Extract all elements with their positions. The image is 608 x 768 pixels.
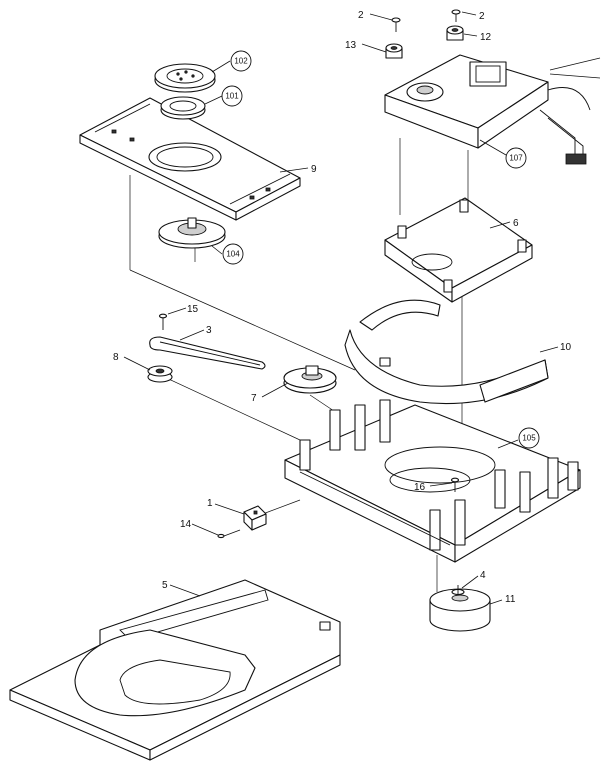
callout-11: 11 (505, 594, 516, 605)
tray-plate-part-9 (79, 97, 301, 221)
callout-101: 101 (225, 92, 239, 101)
bushing-part-13 (385, 43, 403, 59)
callout-107: 107 (509, 154, 523, 163)
callout-2a: 2 (358, 10, 364, 21)
callout-102: 102 (234, 57, 248, 66)
gear-part-7 (283, 365, 337, 394)
bushing-part-12 (446, 25, 464, 41)
callout-104: 104 (226, 250, 240, 259)
switch-part-1 (243, 505, 267, 531)
callout-14: 14 (180, 519, 192, 530)
callout-104-circle (222, 243, 244, 265)
callout-3: 3 (206, 325, 212, 336)
callout-10: 10 (560, 342, 572, 353)
ring-part-101 (160, 96, 206, 120)
pulley-part-8 (147, 365, 173, 383)
callout-105-circle (518, 427, 540, 449)
gear-disc-part-104 (158, 217, 226, 249)
main-chassis-part-105 (284, 399, 581, 563)
screw-part-2-right (451, 9, 461, 22)
callout-107-circle (505, 147, 527, 169)
callout-15: 15 (187, 304, 199, 315)
callout-13: 13 (345, 40, 357, 51)
screw-part-2-left (391, 17, 401, 32)
callout-1: 1 (207, 498, 213, 509)
callout-9: 9 (311, 164, 317, 175)
turntable-part-102 (154, 63, 216, 93)
pickup-base-part-6 (384, 197, 533, 303)
screw-part-16 (450, 477, 460, 492)
optical-pickup-part-107 (384, 54, 601, 165)
callout-8: 8 (113, 352, 119, 363)
callout-12: 12 (480, 32, 492, 43)
callout-2b: 2 (479, 11, 485, 22)
callout-105: 105 (522, 434, 536, 443)
callout-5: 5 (162, 580, 168, 591)
disc-tray-part-5 (9, 579, 341, 761)
screw-part-15 (158, 313, 168, 330)
motor-part-11 (429, 588, 491, 632)
callout-leaders (123, 11, 559, 605)
callout-6: 6 (513, 218, 519, 229)
callout-102-circle (230, 50, 252, 72)
cam-arm-part-10 (344, 299, 549, 405)
screw-part-14 (217, 529, 241, 539)
callout-4: 4 (480, 570, 486, 581)
callout-101-circle (221, 85, 243, 107)
belt-part-3 (149, 336, 266, 370)
pulley-part-4 (451, 585, 465, 596)
callout-16: 16 (414, 482, 426, 493)
callout-7: 7 (251, 393, 257, 404)
